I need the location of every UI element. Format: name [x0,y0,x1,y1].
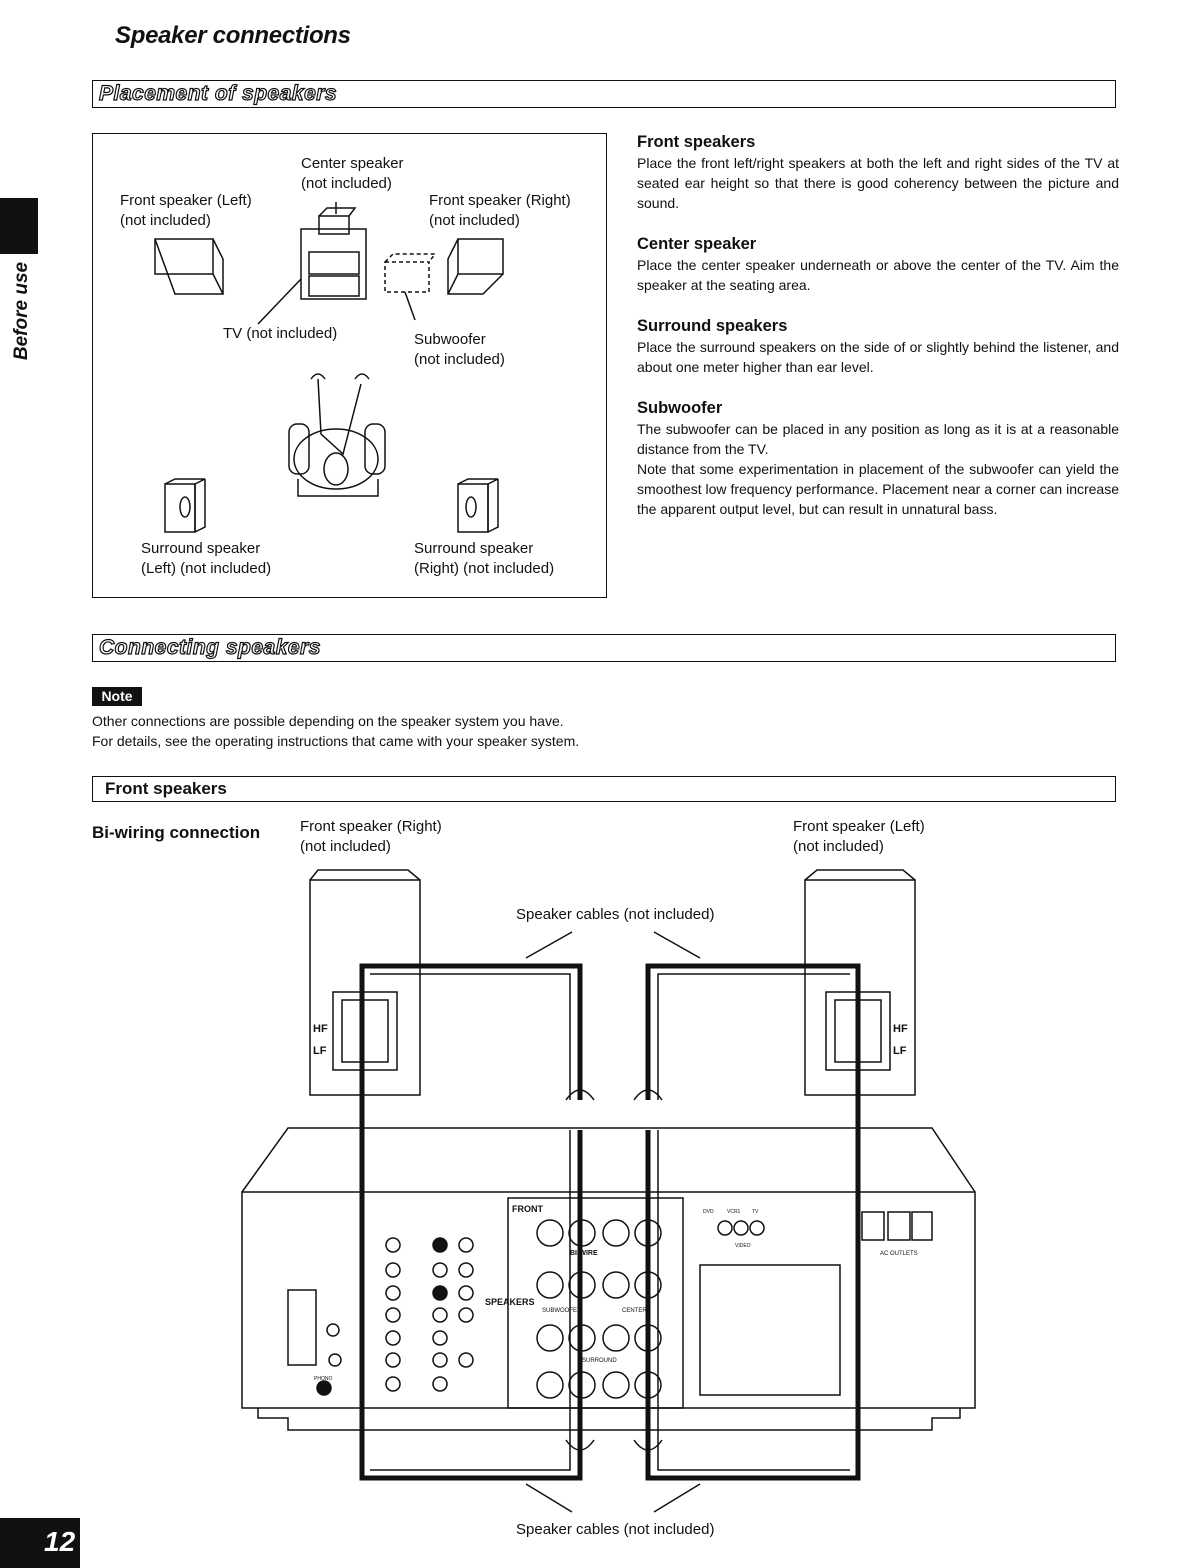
biwiring-heading: Bi-wiring connection [92,823,261,842]
tv-shape [300,228,367,300]
right-channel-cable [359,963,583,1481]
front-right-speaker-drawing [309,869,421,1096]
subwoofer-text: The subwoofer can be placed in any posit… [637,421,1119,517]
speaker-terminals [536,1219,662,1399]
panel-video-label: VIDEO [735,1243,751,1249]
placement-section-bar: Placement of speakers [92,80,1116,108]
connecting-section-title: Connecting speakers [98,635,321,659]
connecting-section-bar: Connecting speakers [92,634,1116,662]
surround-right-speaker-shape [457,483,489,533]
input-jacks [316,1220,765,1396]
left-channel-cable [645,963,861,1481]
center-speaker-text: Place the center speaker underneath or a… [637,257,1119,293]
note-line-1: Other connections are possible depending… [92,713,564,729]
center-speaker-label: Center speaker (not included) [301,155,404,192]
panel-biwire-label: BI-WIRE [570,1250,598,1257]
panel-surround-label: SURROUND [582,1358,617,1364]
panel-front-label: FRONT [512,1204,543,1214]
front-speakers-text: Place the front left/right speakers at b… [637,155,1119,211]
panel-speakers-label: SPEAKERS [485,1297,535,1307]
placement-diagram: Center speaker (not included) Front spea… [92,133,607,598]
hf-label-left: HF [893,1023,908,1035]
biwiring-front-left-label: Front speaker (Left) (not included) [793,818,925,855]
lf-label-left: LF [893,1045,907,1057]
room-layout-drawing [154,202,504,533]
front-left-label: Front speaker (Left) (not included) [120,192,252,229]
page-number-tab: 12 [0,1518,80,1568]
tv-label: TV (not included) [223,325,338,342]
subwoofer-heading: Subwoofer [637,399,723,417]
biwiring-front-right-label: Front speaker (Right) (not included) [300,818,442,855]
front-right-label: Front speaker (Right) (not included) [429,192,571,229]
center-speaker-heading: Center speaker [637,235,757,253]
cables-top-label: Speaker cables (not included) [516,906,715,923]
note-line-2: For details, see the operating instructi… [92,733,580,749]
note-badge: Note [92,687,142,706]
panel-dvd-label: DVD [703,1209,714,1215]
front-right-speaker-shape [457,238,504,275]
front-speakers-subsection-title: Front speakers [105,779,227,798]
panel-center-label: CENTER [622,1308,647,1314]
side-tab-label: Before use [11,261,32,361]
page-title: Speaker connections [115,22,351,49]
listener-figure [288,373,386,497]
placement-section-title: Placement of speakers [98,81,338,105]
surround-left-label: Surround speaker (Left) (not included) [141,540,272,577]
panel-vcr1-label: VCR1 [727,1209,741,1215]
side-tab-marker [0,198,38,254]
front-left-speaker-drawing [804,869,916,1096]
subwoofer-shape [384,261,430,293]
front-speakers-heading: Front speakers [637,133,756,151]
panel-phono-label: PHONO [314,1376,332,1382]
panel-ac-outlets-label: AC OUTLETS [880,1251,918,1257]
front-left-speaker-shape [154,238,214,275]
surround-speakers-text: Place the surround speakers on the side … [637,339,1119,375]
lf-label-right: LF [313,1045,327,1057]
surround-right-label: Surround speaker (Right) (not included) [414,540,555,577]
panel-tv-label: TV [752,1209,759,1215]
panel-subwoofer-label: SUBWOOFER [542,1308,582,1314]
hf-label-right: HF [313,1023,328,1035]
front-speakers-subsection-bar: Front speakers [92,776,1116,802]
subwoofer-label: Subwoofer (not included) [414,331,505,368]
center-speaker-shape [318,215,350,235]
surround-speakers-heading: Surround speakers [637,317,788,335]
receiver-drawing [241,1127,976,1431]
cables-bottom-label: Speaker cables (not included) [516,1521,715,1538]
